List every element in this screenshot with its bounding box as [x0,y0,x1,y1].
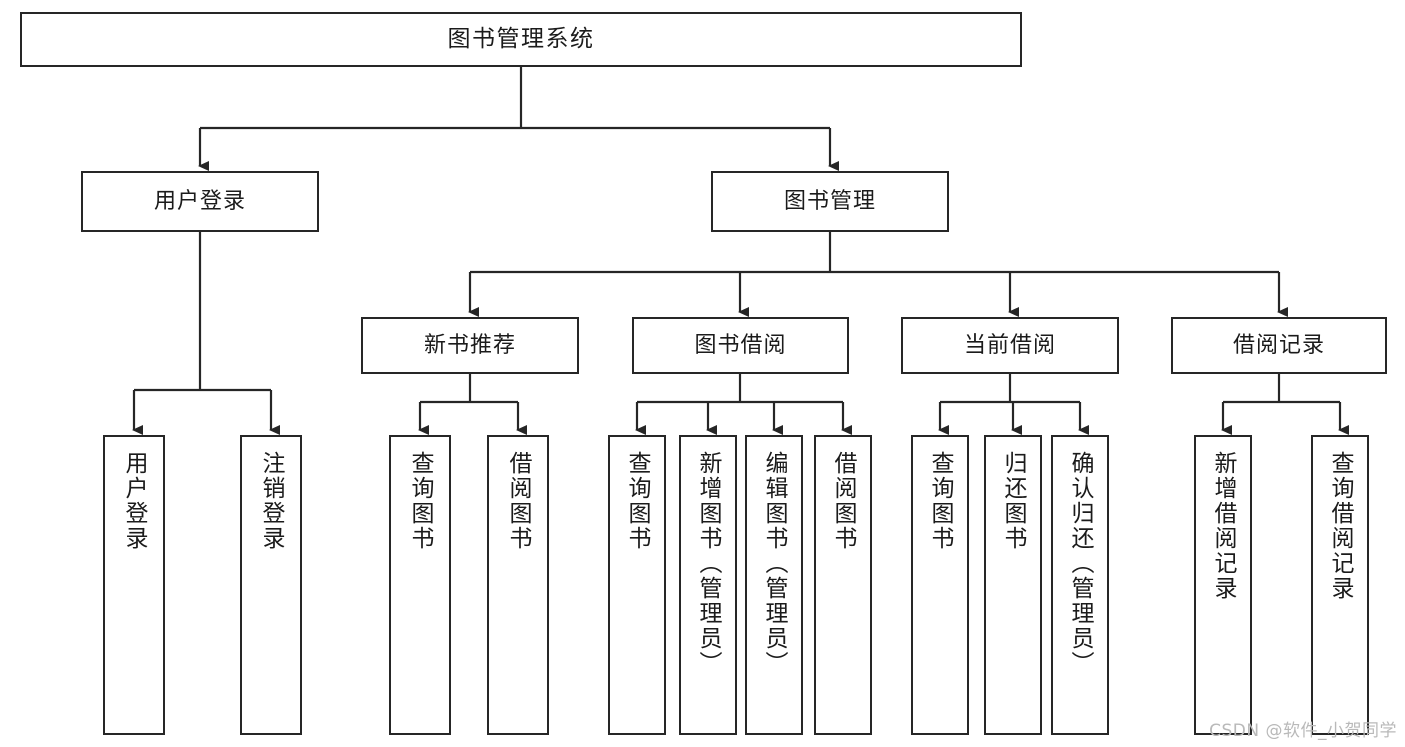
node-label: 用户登录 [121,451,148,551]
node-leaf-query-book-current[interactable]: 查询图书 [911,435,969,735]
watermark-csdn: CSDN @软件_小贺同学 [1209,721,1397,741]
node-leaf-logout[interactable]: 注销登录 [240,435,302,735]
node-label: 借阅记录 [1232,332,1325,358]
node-label: 新增借阅记录 [1210,451,1237,601]
node-label: 借阅图书 [505,451,532,551]
node-leaf-add-book-admin[interactable]: 新增图书（管理员） [679,435,737,735]
node-borrow-record[interactable]: 借阅记录 [1171,317,1387,374]
node-label: 用户登录 [153,188,246,214]
node-label: 图书管理 [783,188,876,214]
node-leaf-add-borrow-record[interactable]: 新增借阅记录 [1194,435,1252,735]
node-label: 归还图书 [1000,451,1027,551]
node-label: 当前借阅 [963,332,1056,358]
node-label: 注销登录 [258,451,285,551]
node-leaf-query-borrow-record[interactable]: 查询借阅记录 [1311,435,1369,735]
node-leaf-borrow-book-recommend[interactable]: 借阅图书 [487,435,549,735]
node-new-book-recommend[interactable]: 新书推荐 [361,317,579,374]
node-current-borrow[interactable]: 当前借阅 [901,317,1119,374]
node-user-login[interactable]: 用户登录 [81,171,319,232]
node-label: 查询借阅记录 [1327,451,1354,601]
node-leaf-confirm-return-admin[interactable]: 确认归还（管理员） [1051,435,1109,735]
node-label: 编辑图书（管理员） [761,451,788,676]
node-label: 确认归还（管理员） [1067,451,1094,676]
node-label: 图书借阅 [694,332,787,358]
node-book-borrow[interactable]: 图书借阅 [632,317,849,374]
node-label: 查询图书 [927,451,954,551]
node-label: 查询图书 [407,451,434,551]
node-label: 新增图书（管理员） [695,451,722,676]
node-leaf-borrow-book[interactable]: 借阅图书 [814,435,872,735]
node-root-book-management-system[interactable]: 图书管理系统 [20,12,1022,67]
node-leaf-edit-book-admin[interactable]: 编辑图书（管理员） [745,435,803,735]
node-label: 查询图书 [624,451,651,551]
node-leaf-query-book-borrow[interactable]: 查询图书 [608,435,666,735]
node-leaf-query-book-recommend[interactable]: 查询图书 [389,435,451,735]
node-label: 新书推荐 [423,332,516,358]
node-leaf-return-book[interactable]: 归还图书 [984,435,1042,735]
node-leaf-user-login[interactable]: 用户登录 [103,435,165,735]
node-label: 借阅图书 [830,451,857,551]
node-book-management[interactable]: 图书管理 [711,171,949,232]
node-label: 图书管理系统 [447,26,595,53]
